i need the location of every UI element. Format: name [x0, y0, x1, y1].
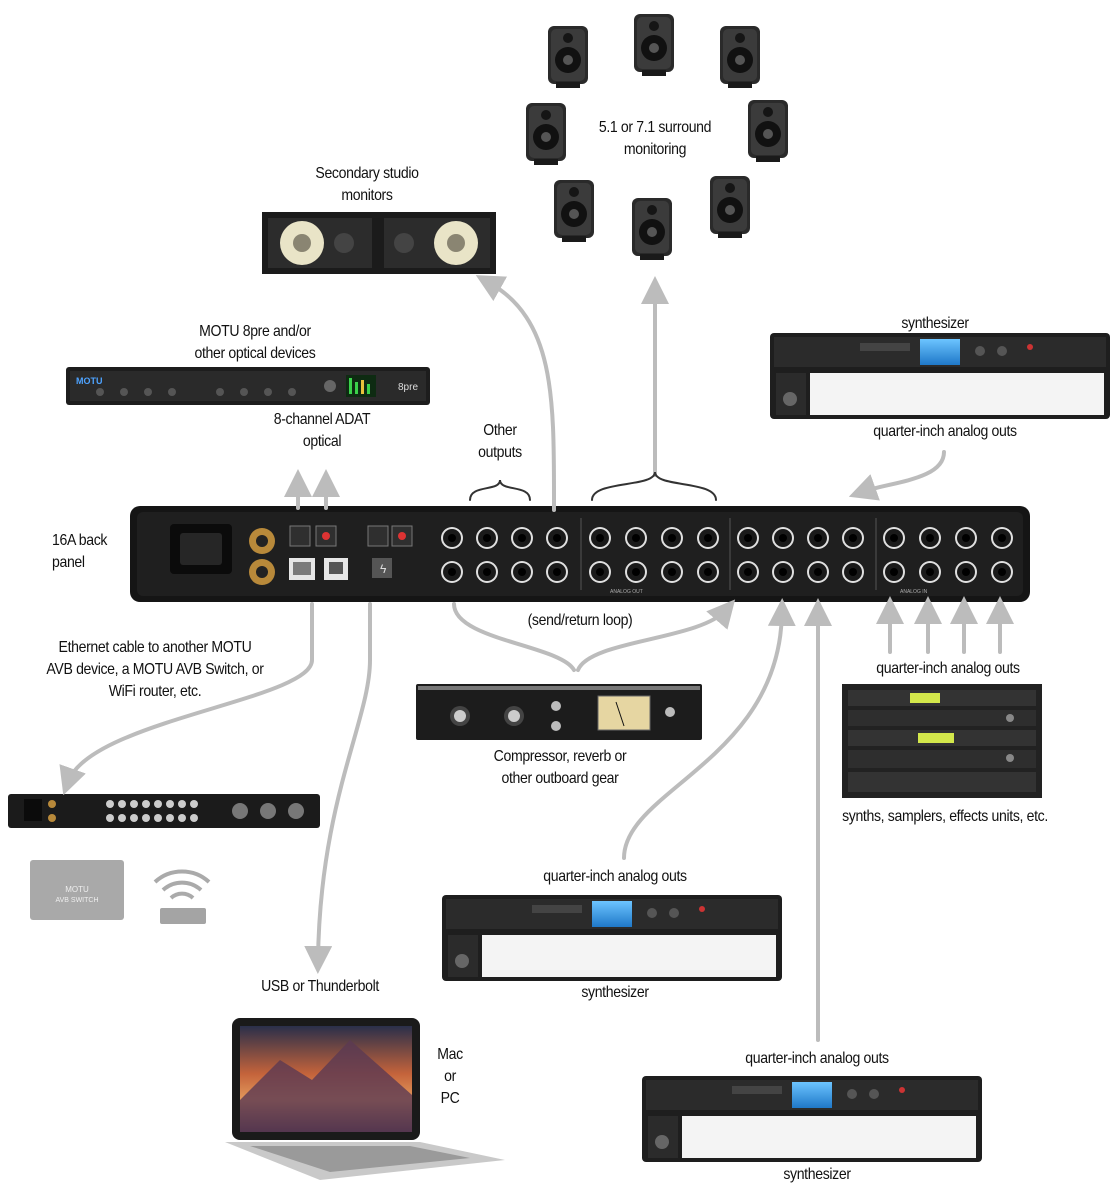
- ethernet-label: Ethernet cable to another MOTU AVB devic…: [46, 639, 264, 700]
- synth-middle: [442, 895, 782, 981]
- rack-outs-label: quarter-inch analog outs: [876, 660, 1020, 677]
- other-outputs-label: Other outputs: [478, 422, 522, 461]
- secondary-monitors-label: Secondary studio monitors: [315, 165, 419, 204]
- mac-pc-label: Mac or PC: [437, 1046, 463, 1107]
- wifi-router: [153, 869, 211, 924]
- usb-label: USB or Thunderbolt: [261, 978, 379, 995]
- rack-caption: synths, samplers, effects units, etc.: [842, 808, 1048, 825]
- synth-bottom-title: synthesizer: [783, 1166, 851, 1183]
- effects-rack: [842, 684, 1042, 798]
- 16a-back-panel: ϟ ANALOG OUT ANALOG IN: [130, 506, 1030, 602]
- compressor-label: Compressor, reverb or other outboard gea…: [493, 748, 627, 787]
- svg-text:ANALOG OUT: ANALOG OUT: [610, 589, 643, 595]
- secondary-monitors: [262, 212, 496, 274]
- send-return-label: (send/return loop): [527, 612, 633, 629]
- avb-switch: MOTU AVB SWITCH: [30, 860, 124, 920]
- synth-bottom-outs-label: quarter-inch analog outs: [745, 1050, 889, 1067]
- synth-top-title: synthesizer: [901, 315, 969, 332]
- synth-top-right: [770, 333, 1110, 419]
- motu-8pre-device: MOTU 8pre: [66, 367, 430, 405]
- svg-text:MOTU: MOTU: [65, 885, 89, 894]
- svg-text:ϟ: ϟ: [380, 562, 387, 576]
- motu-8pre-label: MOTU 8pre and/or other optical devices: [194, 323, 316, 362]
- surround-label: 5.1 or 7.1 surround monitoring: [598, 119, 712, 158]
- synth-mid-outs-label: quarter-inch analog outs: [543, 868, 687, 885]
- synth-mid-title: synthesizer: [581, 984, 649, 1001]
- svg-text:MOTU: MOTU: [76, 376, 103, 386]
- compressor-unit: [416, 684, 702, 740]
- svg-text:ANALOG IN: ANALOG IN: [900, 589, 928, 595]
- connection-arrows: [59, 275, 1014, 1042]
- svg-text:8pre: 8pre: [398, 382, 418, 393]
- laptop: [225, 1018, 505, 1180]
- adat-label: 8-channel ADAT optical: [273, 411, 371, 450]
- svg-text:AVB SWITCH: AVB SWITCH: [55, 897, 98, 904]
- synth-top-outs-label: quarter-inch analog outs: [873, 423, 1017, 440]
- avb-device: [8, 794, 320, 828]
- synth-bottom: [642, 1076, 982, 1162]
- back-panel-label: 16A back panel: [52, 532, 108, 571]
